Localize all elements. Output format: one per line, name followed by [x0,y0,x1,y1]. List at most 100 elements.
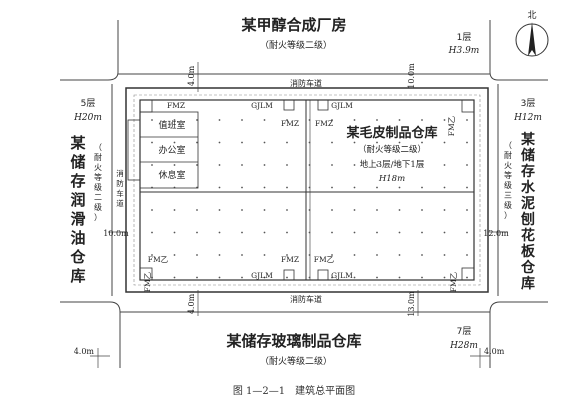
column-point [241,119,243,121]
column-point [241,231,243,234]
bottom-building-floors: 7层 [457,326,472,337]
column-point [308,209,311,211]
left-building-name-char: 润 [70,191,85,209]
column-point [263,141,266,144]
right-building-name-char: 刨 [520,211,535,228]
left-building-floors: 5层 [81,98,96,109]
column-point [466,254,468,256]
column-point [353,164,356,166]
column-point [466,119,468,121]
door-fmb-left: FM乙 [148,255,169,264]
left-fire-lane: 消防车道 [116,168,124,208]
left-building-fire-char: （ [94,143,102,152]
column-point [398,186,401,189]
dimension-lines [90,62,508,368]
column-point [308,164,311,166]
column-point [376,141,378,144]
column-point [196,164,198,166]
fire-lane-ring [133,94,481,286]
column-point [196,119,198,121]
left-building-name-char: 存 [70,172,85,190]
door-fmz-bottom-mid-left: FMZ [281,255,299,264]
column-point [241,209,243,211]
column-point [331,209,333,211]
right-building-name-char: 板 [521,243,536,260]
column-point [151,231,153,234]
column-point [308,141,311,144]
column-point [263,119,266,121]
column-point [151,164,153,166]
dim-top-gap: 4.0m [187,65,196,86]
room-duty: 值班室 [158,119,185,131]
top-building-name: 某甲醇合成厂房 [241,16,346,34]
bottom-building-name: 某储存玻璃制品仓库 [226,332,361,350]
left-building-name-char: 储 [70,153,85,171]
left-building-fire-char: 级 [94,202,102,212]
left-building-fire-char: 火 [94,163,102,172]
left-fire-lane-char: 防 [116,178,124,188]
left-building-fire-char: 二 [94,193,102,202]
column-point [353,276,356,279]
left-building-name-char: 某 [70,134,86,152]
left-building-fire-char: 级 [94,182,102,192]
figure-caption: 图 1—2—1 建筑总平面图 [232,386,356,397]
column-point [421,141,423,144]
door-gjlm-bottom-left: GJLM [251,271,273,280]
column-point [331,119,333,121]
column-point [263,254,266,256]
column-point [331,276,333,279]
column-point [376,254,378,256]
column-point [398,141,401,144]
fire-lane-top: 消防车道 [290,78,322,88]
column-point [196,231,198,234]
column-point [443,276,446,279]
column-point [398,231,401,234]
column-point [353,186,356,189]
column-point [286,119,288,121]
column-point [331,186,333,189]
column-point [218,164,221,166]
right-building-name-char: 水 [521,179,536,196]
column-point [308,119,311,121]
left-building-fire: （耐火等级二级） [94,143,102,222]
column-point [286,276,288,279]
column-point [353,209,356,211]
column-point [286,164,288,166]
right-building-name-char: 存 [521,163,535,180]
column-point [218,231,221,234]
door-fmb-bottom-left: FM乙 [143,271,152,292]
left-building-fire-char: ） [94,213,102,222]
column-point [376,164,378,166]
right-building-name-char: 库 [521,275,535,292]
door-gjlm-top-right: GJLM [331,101,353,110]
column-point [263,231,266,234]
right-building-name-char: 储 [520,147,535,164]
column-point [443,231,446,234]
door-fmz-top-left: FMZ [167,101,185,110]
column-point [466,141,468,144]
column-point [376,231,378,234]
left-building-name-char: 库 [70,267,85,285]
right-building-fire-char: （ [504,141,512,150]
column-point [218,141,221,144]
column-point [151,141,153,144]
dim-top-road: 10.0m [407,63,416,89]
column-point [218,209,221,211]
room-rest: 休息室 [158,169,185,181]
room-office: 办公室 [158,144,185,156]
door-fmb-bottom-right: FM乙 [449,271,458,292]
column-point [353,141,356,144]
column-point [331,254,333,256]
column-point [173,231,176,234]
main-building-height: H18m [378,174,405,184]
column-point [466,276,468,279]
right-building-name-char: 仓 [520,259,536,276]
column-point [443,141,446,144]
column-point [218,276,221,279]
top-building-height: H3.9m [448,46,480,56]
column-point [173,254,176,256]
column-point [308,276,311,279]
column-point [241,254,243,256]
